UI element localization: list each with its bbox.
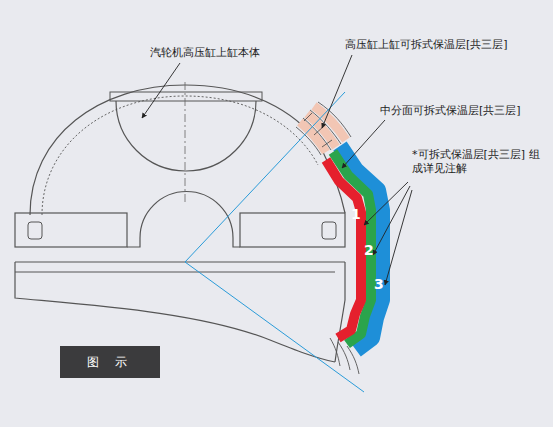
center-line xyxy=(185,82,186,205)
leader-lines xyxy=(142,55,412,285)
legend-title-box: 图 示 xyxy=(60,346,160,378)
left-bolt xyxy=(28,222,42,239)
lower-flange-line xyxy=(15,272,335,273)
right-bolt xyxy=(322,222,336,239)
box-text: 图 示 xyxy=(87,354,133,371)
left-flange-block xyxy=(15,213,127,247)
casing-right-lower xyxy=(335,262,345,362)
split-line xyxy=(15,261,345,262)
bore-arc xyxy=(127,192,240,248)
casing-outline xyxy=(30,85,322,215)
sector-line-lower xyxy=(185,262,364,392)
callout-number: 1 xyxy=(351,205,365,223)
sector-line-upper xyxy=(185,92,345,262)
part-label: 高压缸上缸可拆式保温层[共三层] xyxy=(345,38,545,52)
callout-number: 3 xyxy=(374,275,388,293)
callout-number: 2 xyxy=(364,241,378,259)
right-flange-block xyxy=(240,213,345,247)
note-label: *可拆式保温层[共三层] 组成详见注解 xyxy=(412,148,550,177)
top-flange xyxy=(110,92,262,101)
part-label: 汽轮机高压缸上缸本体 xyxy=(150,46,290,60)
layer-1 xyxy=(326,160,361,338)
casing-inner-dotted xyxy=(42,96,318,215)
part-label: 中分面可拆式保温层[共三层] xyxy=(380,104,550,118)
top-bowl xyxy=(116,101,256,171)
